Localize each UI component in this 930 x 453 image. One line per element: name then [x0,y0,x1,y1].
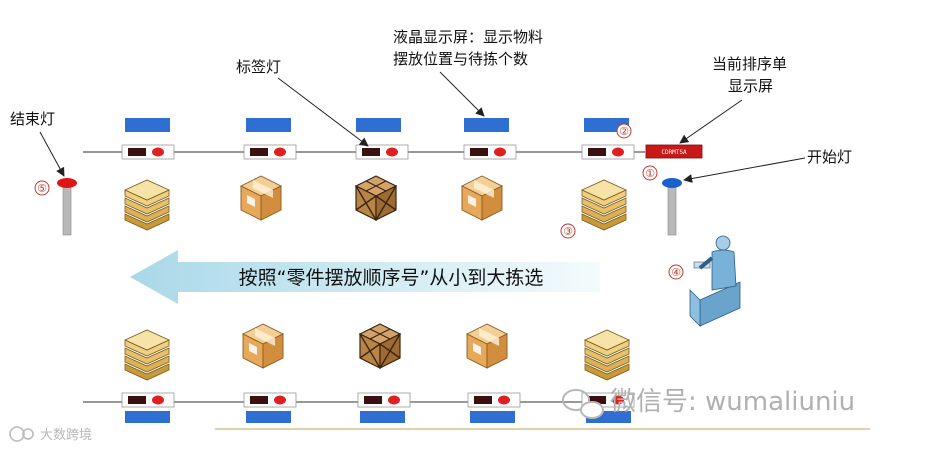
tag-light [355,144,409,160]
wechat-id-text: 微信号: wumaliuniu [610,387,855,417]
lcd-label-line1: 液晶显示屏：显示物料 [393,28,543,46]
corner-logo-icon [9,426,34,442]
lcd-display [356,118,401,132]
start-light [662,178,682,236]
callouts: 标签灯 液晶显示屏：显示物料 摆放位置与待拣个数 当前排序单 显示屏 开始灯 结… [10,28,852,183]
tag-light-label: 标签灯 [236,58,281,76]
end-light [57,178,77,236]
tag-light [357,392,411,408]
marker-3: ③ [563,225,573,238]
flow-direction-text: 按照“零件摆放顺序号”从小到大拣选 [239,267,544,289]
watermark: 微信号: wumaliuniu 大数跨境 [9,387,855,443]
paper-stack-icon [124,329,170,381]
lcd-display [360,411,405,423]
marker-4: ④ [671,266,681,279]
lcd-display [246,411,291,423]
corner-watermark-text: 大数跨境 [40,428,92,443]
cardboard-box-icon [466,323,508,369]
flow-arrow: 按照“零件摆放顺序号”从小到大拣选 [130,250,600,304]
operator-icon [689,235,741,327]
wechat-icon [562,389,604,419]
end-light-label: 结束灯 [10,110,55,128]
wooden-crate-icon [359,323,401,369]
tag-light [581,144,635,160]
wooden-crate-icon [355,175,397,221]
paper-stack-icon [581,179,627,231]
tag-light [243,144,297,160]
tag-light [467,392,521,408]
cardboard-box-icon [240,175,282,221]
order-display-label-line2: 显示屏 [728,77,773,95]
lcd-displays-top [125,118,629,132]
lcd-label-line2: 摆放位置与待拣个数 [393,50,528,68]
lcd-display [125,118,170,132]
paper-stack-icon [124,179,170,231]
markers: ① ② ③ ④ ⑤ [34,123,684,280]
order-display: CDRMTSA [645,144,703,159]
order-display-text: CDRMTSA [661,149,687,156]
marker-5: ⑤ [37,182,47,195]
items-top [124,175,627,231]
marker-2: ② [619,125,629,138]
tag-light [121,392,175,408]
lcd-display [470,411,515,423]
tag-light [243,392,297,408]
order-display-label-line1: 当前排序单 [712,55,787,73]
paper-stack-icon [584,329,630,381]
tag-light [463,144,517,160]
lcd-display [464,118,509,132]
cardboard-box-icon [242,323,284,369]
lcd-display [246,118,291,132]
tag-light [121,144,175,160]
bottom-rail [83,392,870,430]
lcd-display [125,411,170,423]
start-light-label: 开始灯 [807,148,852,166]
cardboard-box-icon [461,175,503,221]
marker-1: ① [645,167,655,180]
items-bottom [124,323,630,381]
